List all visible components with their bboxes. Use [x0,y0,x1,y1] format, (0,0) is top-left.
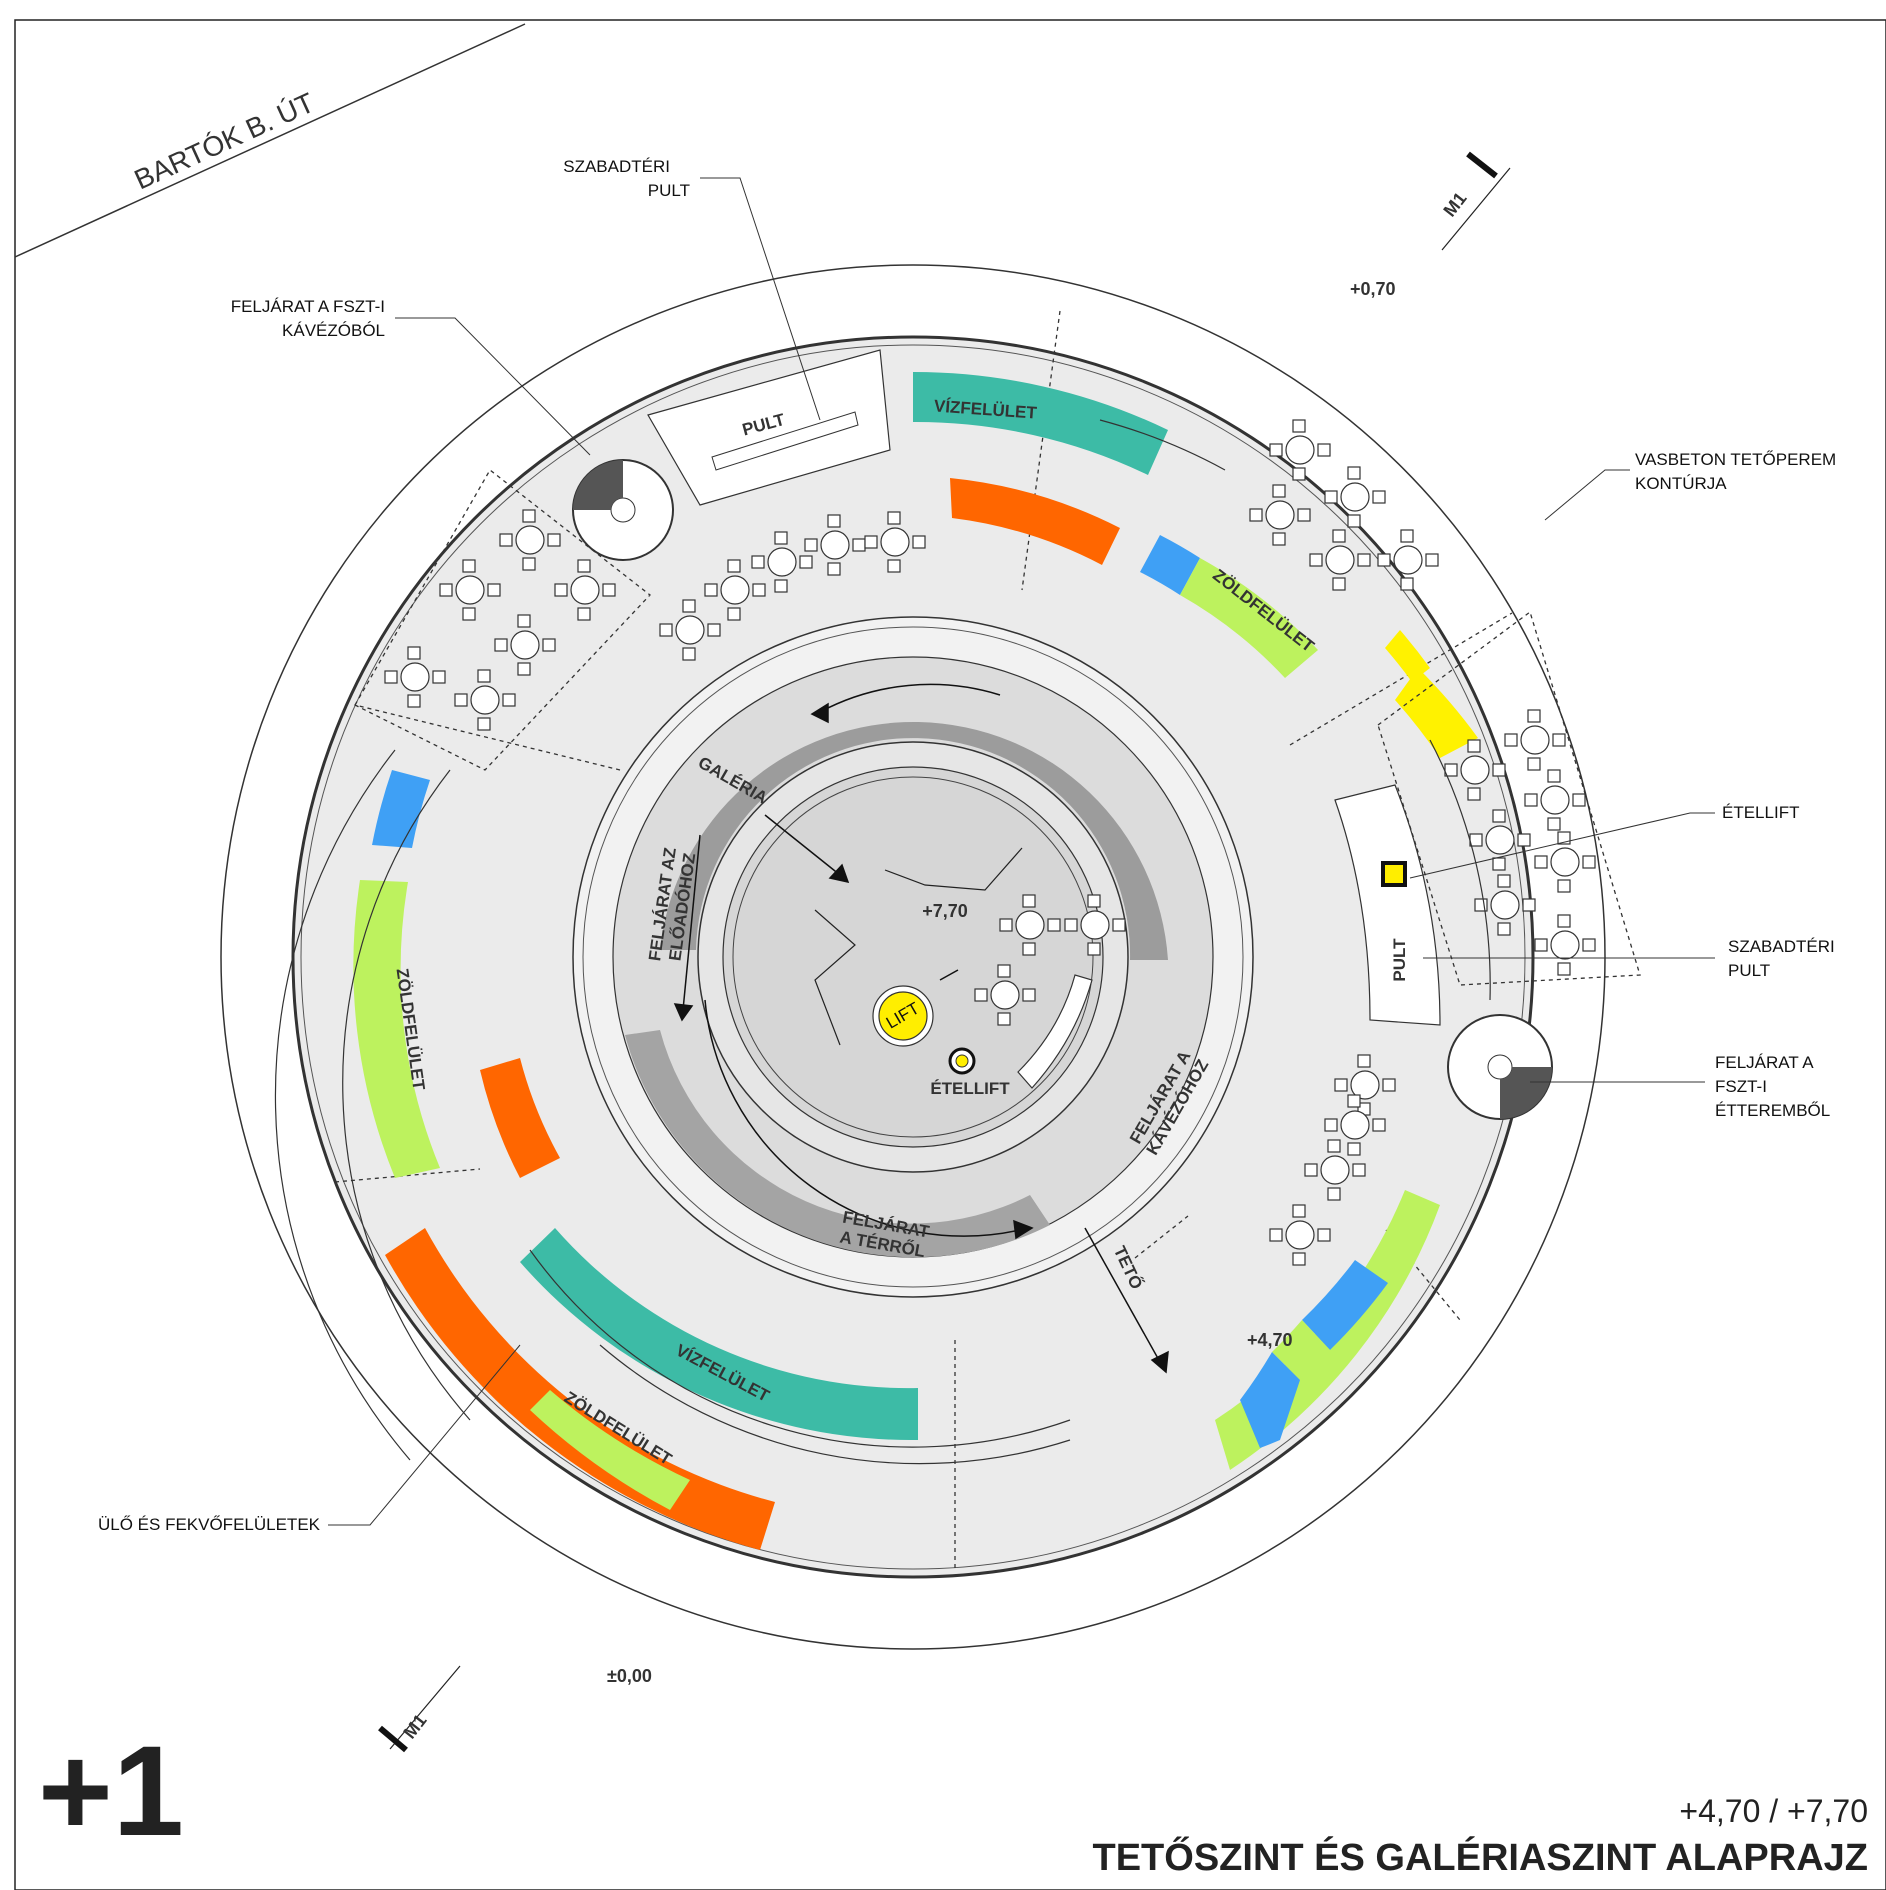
street-edge [14,23,526,258]
section-marker-label: M1 [399,1710,430,1742]
counter-label: PULT [1390,938,1409,982]
sheet-border [14,19,1886,1890]
band-water-top: VÍZFELÜLET [913,371,1168,475]
svg-text:ÉTTEREMBŐL: ÉTTEREMBŐL [1715,1101,1830,1120]
ground-level: ±0,00 [607,1666,652,1686]
band-orange-left [385,1058,775,1550]
zone-dividers [334,310,1513,1569]
band-orange-top [950,478,1120,565]
band-yellow-right [1385,630,1478,758]
dining-zone-outline [1377,610,1641,986]
gallery-parapet-wall [814,909,856,1046]
section-marker-top: M1 [1439,151,1511,251]
gallery-level: +7,70 [922,901,968,921]
svg-text:PULT: PULT [648,181,690,200]
food-lift-box [1381,861,1407,887]
counter-top: PULT [647,349,891,506]
svg-text:VASBETON TETŐPEREM: VASBETON TETŐPEREM [1635,450,1836,469]
counter-right: PULT [1334,784,1441,1026]
plan-number: +1 [38,1720,184,1863]
callout-parapet: VASBETON TETŐPEREM KONTÚRJA [1635,450,1836,493]
callout-open-counter-right: SZABADTÉRI PULT [1728,937,1835,980]
svg-text:PULT: PULT [1728,961,1770,980]
svg-text:FELJÁRAT A: FELJÁRAT A [1715,1053,1814,1072]
svg-text:FSZT-I: FSZT-I [1715,1077,1767,1096]
lift: LIFT [872,985,934,1047]
gallery-bench [1017,974,1093,1089]
dining-zone-outline [354,469,651,771]
food-lift-label: ÉTELLIFT [930,1079,1010,1098]
callout-stair-restaurant: FELJÁRAT A FSZT-I ÉTTEREMBŐL [1715,1053,1830,1120]
outer-level: +0,70 [1350,279,1396,299]
street-name: BARTÓK B. ÚT [130,87,319,196]
svg-text:FELJÁRAT A FSZT-I: FELJÁRAT A FSZT-I [231,297,385,316]
roof-edge-line [300,344,1526,1570]
svg-text:SZABADTÉRI: SZABADTÉRI [563,157,670,176]
spiral-stair-right [1447,1014,1553,1120]
spiral-stair-top [572,459,674,561]
ramp-lower [625,1030,1050,1258]
leader-lines [328,177,1715,1526]
plan-subtitle: +4,70 / +7,70 [1679,1793,1868,1829]
band-blue-top [1140,535,1200,595]
callout-food-lift: ÉTELLIFT [1722,803,1799,822]
table-groups [384,419,1596,1266]
band-right-bottom [1215,1190,1440,1470]
bench-arcs [274,419,1491,1465]
svg-text:KÁVÉZÓBÓL: KÁVÉZÓBÓL [282,321,385,340]
band-left: ZÖLDFELÜLET [353,770,440,1178]
plan-title: TETŐSZINT ÉS GALÉRIASZINT ALAPRAJZ [1093,1835,1869,1879]
direction-arrows [673,683,1169,1374]
callout-seating: ÜLŐ ÉS FEKVŐFELÜLETEK [98,1515,321,1534]
gallery-parapet-wall [884,847,1023,891]
food-lift-core [948,1047,976,1075]
callout-open-counter-top: SZABADTÉRI PULT [563,157,690,200]
roof-level: +4,70 [1247,1330,1293,1350]
parapet-outline [220,264,1606,1650]
svg-text:SZABADTÉRI: SZABADTÉRI [1728,937,1835,956]
svg-text:KONTÚRJA: KONTÚRJA [1635,474,1727,493]
callout-stair-cafe: FELJÁRAT A FSZT-I KÁVÉZÓBÓL [231,297,385,340]
section-marker-label: M1 [1439,188,1470,220]
section-marker-bottom: M1 [378,1665,461,1753]
